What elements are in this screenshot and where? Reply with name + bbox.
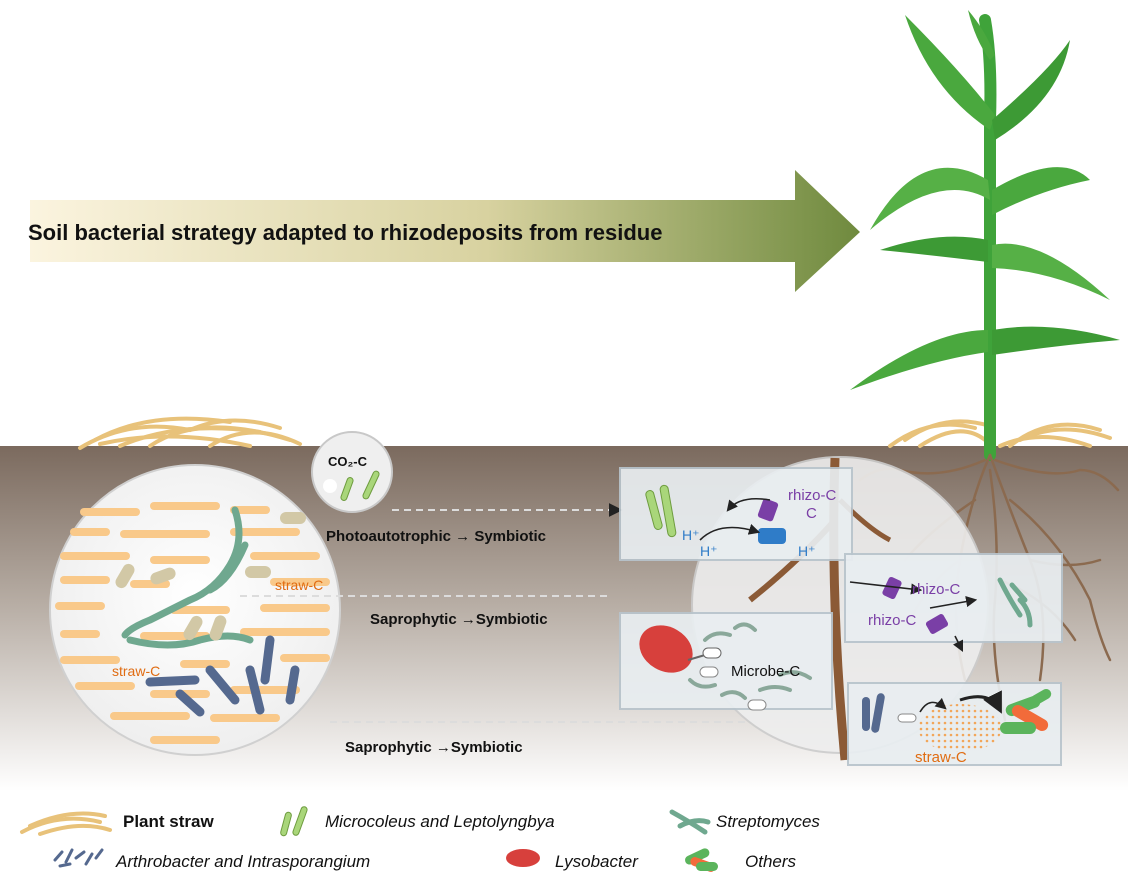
legend-label-arthrobacter: Arthrobacter and Intrasporangium (115, 852, 370, 871)
rhizo-c-label-top: rhizo-C (788, 487, 837, 504)
straw-c-label-1: straw-C (275, 577, 323, 593)
pathway-label-2: Saprophytic →Symbiotic (370, 611, 548, 628)
co2-bubble (311, 431, 393, 513)
legend-label-others: Others (745, 852, 797, 871)
legend-label-streptomyces: Streptomyces (716, 812, 820, 831)
legend-label-lysobacter: Lysobacter (555, 852, 639, 871)
banner-title: Soil bacterial strategy adapted to rhizo… (28, 220, 662, 245)
h-plus-label-3: H⁺ (798, 543, 816, 559)
legend-microcoleus-icon (280, 806, 308, 837)
soil-aggregate-circle (49, 464, 341, 756)
panel-photoautotrophic (619, 467, 853, 561)
surface-straw-left (78, 416, 302, 450)
microbe-c-label: Microbe-C (731, 663, 800, 680)
c-label-top: C (806, 505, 817, 522)
strategy-banner-arrow (30, 170, 860, 292)
legend: Plant straw Microcoleus and Leptolyngbya… (20, 806, 820, 872)
pathway-label-3: Saprophytic →Symbiotic (345, 739, 523, 756)
corn-plant (850, 10, 1120, 461)
panel-saprophytic-rhizo (844, 553, 1063, 653)
legend-plant-straw-icon (20, 811, 112, 836)
legend-label-microcoleus: Microcoleus and Leptolyngbya (325, 812, 555, 831)
rhizo-c-label-mid-2: rhizo-C (868, 612, 917, 629)
legend-arthrobacter-icon (53, 848, 104, 868)
co2-c-label: CO₂-C (328, 454, 368, 469)
surface-straw-right (888, 419, 1112, 448)
panel-saprophytic-straw (847, 682, 1062, 766)
pathway-label-1: Photoautotrophic → Symbiotic (326, 528, 546, 545)
straw-c-label-2: straw-C (112, 663, 160, 679)
rhizo-c-label-mid-1: rhizo-C (912, 581, 961, 598)
legend-streptomyces-icon (669, 809, 711, 835)
panel-microbe-c (619, 612, 833, 711)
legend-lysobacter-icon (506, 849, 540, 867)
straw-c-label-bottom: straw-C (915, 749, 967, 766)
legend-others-icon (685, 848, 718, 872)
h-plus-label-2: H⁺ (700, 543, 718, 559)
h-plus-label-1: H⁺ (682, 527, 700, 543)
legend-label-plant-straw: Plant straw (123, 812, 214, 831)
